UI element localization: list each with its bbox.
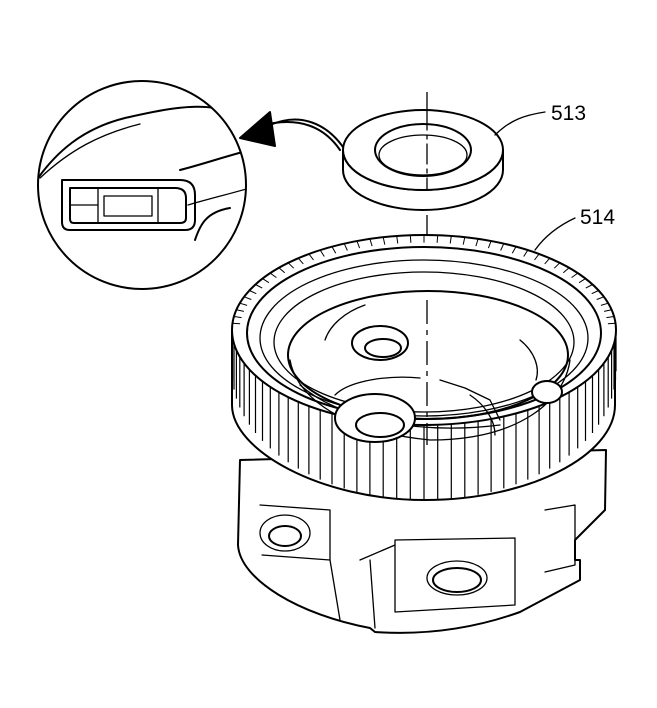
spline-tooth-tick bbox=[243, 296, 252, 300]
clutch-housing-514 bbox=[231, 234, 617, 634]
spline-tooth-tick bbox=[270, 272, 277, 279]
spline-tooth-tick bbox=[500, 243, 505, 251]
spline-tooth-tick bbox=[475, 238, 479, 247]
spline-tooth-tick bbox=[544, 257, 551, 265]
spline-tooth-tick bbox=[262, 278, 270, 284]
washer-cross-section bbox=[38, 105, 246, 241]
spline-tooth-tick bbox=[553, 262, 561, 269]
spline-tooth-tick bbox=[319, 249, 325, 257]
spline-tooth-tick bbox=[534, 253, 540, 261]
callout-514-group: 514 bbox=[534, 206, 615, 251]
spline-tooth-tick bbox=[232, 322, 241, 325]
spline-tooth-tick bbox=[233, 316, 242, 319]
spline-tooth-tick bbox=[382, 237, 386, 245]
spline-tooth-tick bbox=[578, 278, 586, 284]
spline-tooth-tick bbox=[511, 246, 517, 254]
spline-tooth-tick bbox=[562, 267, 570, 274]
spline-tooth-tick bbox=[487, 240, 492, 249]
callout-513-group: 513 bbox=[494, 102, 586, 136]
spline-tooth-tick bbox=[356, 240, 361, 249]
magnifier-circle bbox=[37, 80, 247, 290]
spline-tooth-tick bbox=[396, 235, 399, 244]
spline-tooth-tick bbox=[596, 296, 605, 300]
callout-513: 513 bbox=[551, 102, 586, 125]
spline-tooth-tick bbox=[591, 290, 599, 295]
spline-tooth-tick bbox=[603, 309, 612, 312]
spline-tooth-tick bbox=[606, 316, 615, 319]
spline-tooth-tick bbox=[571, 272, 578, 279]
removal-arrow bbox=[239, 111, 353, 163]
spline-tooth-tick bbox=[239, 302, 248, 306]
spline-tooth-tick bbox=[409, 235, 412, 243]
spline-tooth-tick bbox=[343, 243, 348, 251]
spline-tooth-tick bbox=[287, 262, 295, 269]
spline-tooth-tick bbox=[449, 235, 452, 244]
spline-tooth-tick bbox=[331, 246, 337, 254]
spline-tooth-tick bbox=[249, 290, 257, 295]
detail-magnifier bbox=[37, 80, 247, 290]
spline-tooth-tick bbox=[462, 237, 466, 245]
spline-tooth-tick bbox=[585, 284, 593, 289]
spline-tooth-tick bbox=[297, 257, 304, 265]
spline-tooth-tick bbox=[236, 309, 245, 312]
spline-tooth-tick bbox=[436, 235, 439, 243]
spline-tooth-tick bbox=[308, 253, 314, 261]
callout-514: 514 bbox=[580, 206, 615, 229]
spline-tooth-tick bbox=[278, 267, 286, 274]
spline-tooth-tick bbox=[600, 302, 609, 306]
thrust-washer-513 bbox=[342, 109, 504, 211]
spline-tooth-tick bbox=[255, 284, 263, 289]
spline-tooth-tick bbox=[523, 249, 529, 257]
spline-tooth-tick bbox=[369, 238, 373, 247]
spline-tooth-tick bbox=[607, 322, 616, 325]
